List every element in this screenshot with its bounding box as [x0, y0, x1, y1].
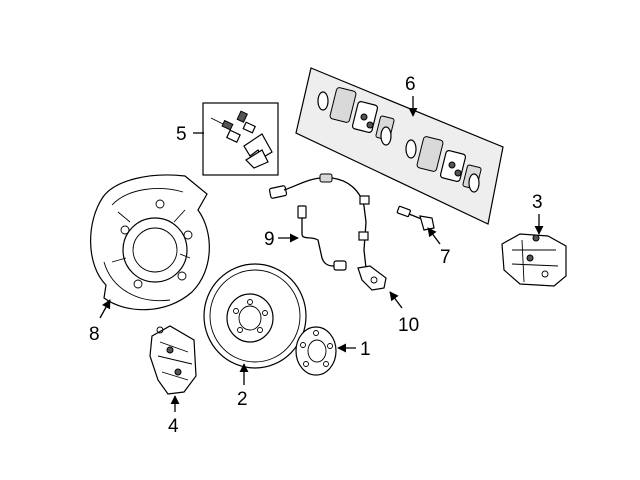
callout-1: 1: [360, 339, 371, 360]
wheel-speed-sensor: [268, 173, 387, 291]
wheel-hub: [295, 326, 337, 376]
callout-4: 4: [168, 416, 179, 437]
brake-rotor: [203, 263, 307, 369]
brake-caliper-right: [501, 233, 567, 287]
callout-7: 7: [440, 247, 451, 268]
sensor-bolt: [396, 205, 435, 231]
callout-5: 5: [176, 124, 187, 145]
brake-caliper-left: [149, 325, 197, 395]
pad-wear-sensor: [297, 205, 347, 271]
callout-6: 6: [405, 74, 416, 95]
hardware-kit: [202, 102, 279, 176]
brake-pad-set: [295, 67, 504, 225]
dust-shield: [90, 174, 210, 311]
callout-8: 8: [89, 324, 100, 345]
callout-2: 2: [237, 389, 248, 410]
callout-9: 9: [264, 229, 275, 250]
callout-10: 10: [398, 315, 419, 336]
callout-3: 3: [532, 192, 543, 213]
